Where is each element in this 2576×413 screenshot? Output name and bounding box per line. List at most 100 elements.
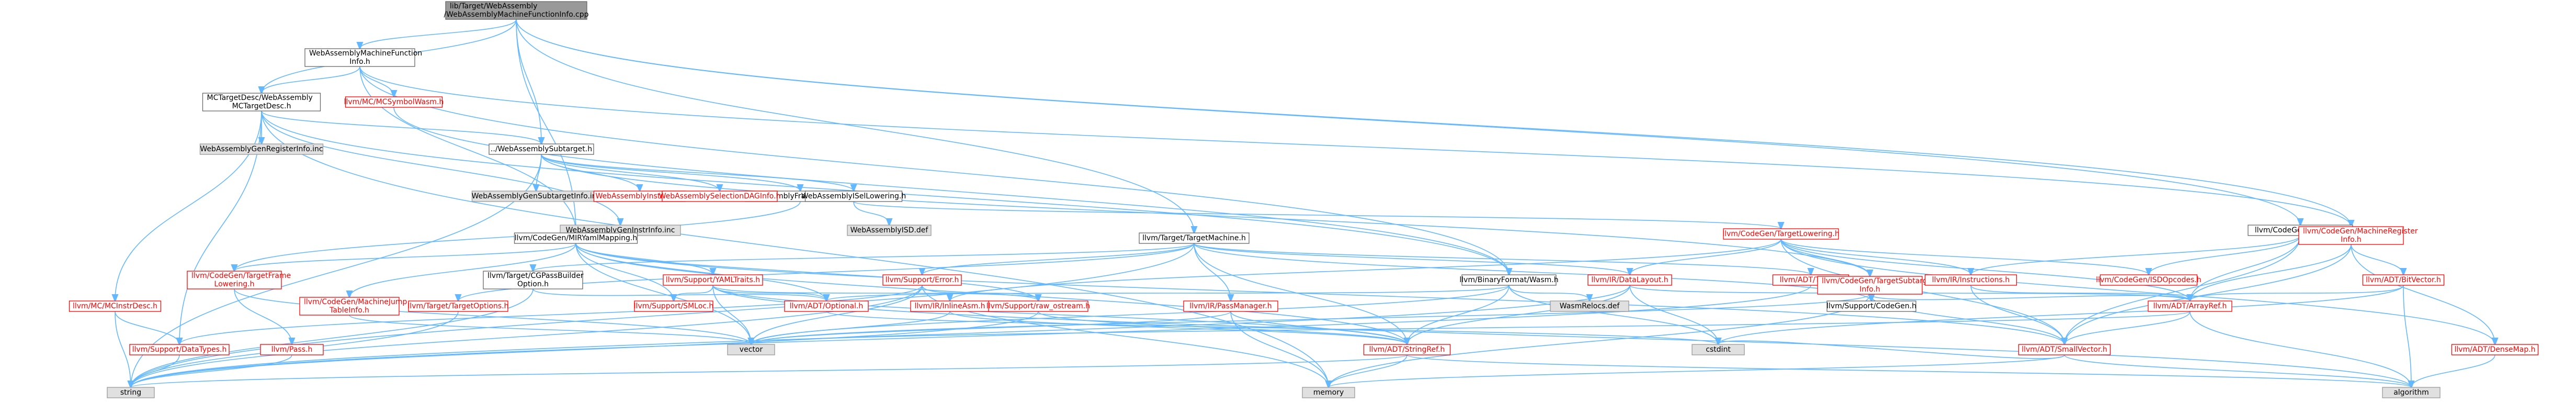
node-optional[interactable]: llvm/ADT/Optional.h: [784, 300, 869, 312]
node-box: [69, 300, 162, 312]
edge-cganalysis-to-irinstr: [1971, 235, 2301, 275]
node-label: llvm/CodeGen/MIRYamlMapping.h: [515, 234, 638, 242]
edge-mirymap-to-tfl: [234, 243, 576, 271]
node-cstdint[interactable]: cstdint: [1692, 344, 1745, 355]
node-label: llvm/Support/CodeGen.h: [1826, 302, 1916, 310]
edge-subtarget-to-isellow: [541, 154, 854, 191]
node-genss[interactable]: WebAssemblyGenSubtargetInfo.inc: [472, 191, 601, 202]
node-memory[interactable]: memory: [1302, 387, 1355, 398]
node-isddef[interactable]: WebAssemblyISD.def: [847, 225, 932, 236]
edge-rawos-to-stringref: [1038, 311, 1407, 344]
node-wasmrel[interactable]: WasmRelocs.def: [1550, 300, 1629, 312]
node-label: llvm/Support/DataTypes.h: [132, 345, 227, 354]
edge-smallvec-to-algorithm: [2064, 354, 2411, 387]
edge-suerror-to-string: [131, 285, 923, 387]
edge-stringref-to-string: [131, 354, 1408, 387]
node-box: [1924, 274, 2017, 286]
edge-targetmachine-to-tgtopt: [458, 243, 1195, 301]
node-mcsymwasm[interactable]: llvm/MC/MCSymbolWasm.h: [344, 96, 444, 108]
node-label: WebAssemblyISelLowering.h: [801, 192, 906, 200]
node-genreg[interactable]: WebAssemblyGenRegisterInfo.inc: [199, 143, 324, 155]
node-string[interactable]: string: [107, 387, 155, 398]
node-label: MCTargetDesc.h: [232, 102, 291, 110]
node-box: [2298, 226, 2404, 245]
node-box: [187, 271, 282, 289]
node-pass[interactable]: llvm/Pass.h: [260, 344, 324, 355]
node-smallvec[interactable]: llvm/ADT/SmallVector.h: [2018, 344, 2111, 355]
node-label: llvm/MC/MCInstrDesc.h: [73, 302, 157, 310]
node-label: TableInfo.h: [329, 306, 369, 315]
node-box: [1826, 300, 1916, 312]
node-box: [2382, 387, 2441, 398]
edge-cganalysis-to-isdopc: [2149, 235, 2301, 275]
node-box: [784, 300, 869, 312]
node-box: [804, 191, 903, 202]
node-algorithm[interactable]: algorithm: [2382, 387, 2441, 398]
node-box: [299, 297, 400, 316]
node-box: [1139, 232, 1250, 244]
node-label: ../WebAssemblySubtarget.h: [491, 145, 592, 153]
edge-passmgr-to-vector: [751, 311, 1231, 344]
edge-suerror-to-vector: [751, 285, 923, 344]
node-label: Info.h: [1859, 285, 1880, 294]
edge-subtarget-to-framelow: [541, 154, 800, 191]
node-subtarget[interactable]: ../WebAssemblySubtarget.h: [489, 143, 594, 155]
edge-mfi-to-mcsymwasm: [359, 66, 394, 97]
edge-cgpass-to-string: [131, 288, 534, 387]
node-root[interactable]: lib/Target/WebAssembly/WebAssemblyMachin…: [444, 1, 589, 20]
node-isdopc[interactable]: llvm/CodeGen/ISDOpcodes.h: [2096, 274, 2201, 286]
node-suerror[interactable]: llvm/Support/Error.h: [882, 274, 962, 286]
node-tgtopt[interactable]: llvm/Target/TargetOptions.h: [407, 300, 509, 312]
node-yamltraits[interactable]: llvm/Support/YAMLTraits.h: [663, 274, 763, 286]
node-datalayout[interactable]: llvm/IR/DataLayout.h: [1587, 274, 1672, 286]
node-binwasm[interactable]: llvm/BinaryFormat/Wasm.h: [1459, 274, 1559, 286]
edge-cgpass-to-optional: [532, 288, 826, 301]
node-box: [1302, 387, 1355, 398]
node-label: llvm/IR/DataLayout.h: [1591, 276, 1668, 284]
edge-isellow-to-tgtlow: [853, 201, 1781, 229]
node-arrayref[interactable]: llvm/ADT/ArrayRef.h: [2148, 300, 2232, 312]
node-label: llvm/CodeGen/ISDOpcodes.h: [2096, 276, 2201, 284]
node-supcodegen[interactable]: llvm/Support/CodeGen.h: [1826, 300, 1916, 312]
node-smloc[interactable]: llvm/Support/SMLoc.h: [634, 300, 714, 312]
node-tgtlow[interactable]: llvm/CodeGen/TargetLowering.h: [1722, 228, 1840, 240]
edge-machreg-to-densemap: [2351, 244, 2495, 344]
node-isellow[interactable]: WebAssemblyISelLowering.h: [801, 191, 906, 202]
node-box: [1723, 228, 1839, 240]
edge-mirymap-to-mjt: [349, 243, 576, 297]
node-densemap[interactable]: llvm/ADT/DenseMap.h: [2451, 344, 2539, 355]
node-vector[interactable]: vector: [727, 344, 775, 355]
edge-cganalysis-to-arrayref: [2190, 235, 2301, 301]
node-inlineasm[interactable]: llvm/IR/InlineAsm.h: [910, 300, 990, 312]
node-mcinst[interactable]: llvm/MC/MCInstrDesc.h: [69, 300, 162, 312]
node-label: llvm/CodeGen/MachineJump: [304, 298, 407, 306]
node-box: [2451, 344, 2539, 355]
edge-binwasm-to-optional: [826, 285, 1510, 301]
edge-isellow-to-isddef: [853, 201, 889, 225]
node-datatypes[interactable]: llvm/Support/DataTypes.h: [129, 344, 230, 355]
edge-mfi-to-machreg: [359, 66, 2351, 227]
edge-tsi-to-arrayref: [1869, 294, 2190, 301]
node-targetmachine[interactable]: llvm/Target/TargetMachine.h: [1139, 232, 1250, 244]
node-passmgr[interactable]: llvm/IR/PassManager.h: [1183, 300, 1278, 312]
node-mfi[interactable]: WebAssemblyMachineFunctionInfo.h: [304, 48, 422, 67]
node-rawos[interactable]: llvm/Support/raw_ostream.h: [986, 300, 1090, 312]
node-box: [1817, 276, 1923, 295]
node-label: llvm/ADT/Optional.h: [790, 302, 864, 310]
node-label: MCTargetDesc/WebAssembly: [207, 94, 313, 102]
node-seldag[interactable]: WebAssemblySelectionDAGInfo.h: [659, 191, 781, 202]
node-irinstr[interactable]: llvm/IR/Instructions.h: [1924, 274, 2017, 286]
edge-binwasm-to-wasmrel: [1508, 285, 1590, 301]
edge-machreg-to-arrayref: [2190, 244, 2352, 301]
edge-yamltraits-to-smloc: [674, 285, 713, 301]
node-bitvec[interactable]: llvm/ADT/BitVector.h: [2362, 274, 2445, 286]
edge-targetmachine-to-datalayout: [1194, 243, 1630, 275]
node-mirymap[interactable]: llvm/CodeGen/MIRYamlMapping.h: [514, 232, 638, 244]
node-stringref[interactable]: llvm/ADT/StringRef.h: [1363, 344, 1451, 355]
